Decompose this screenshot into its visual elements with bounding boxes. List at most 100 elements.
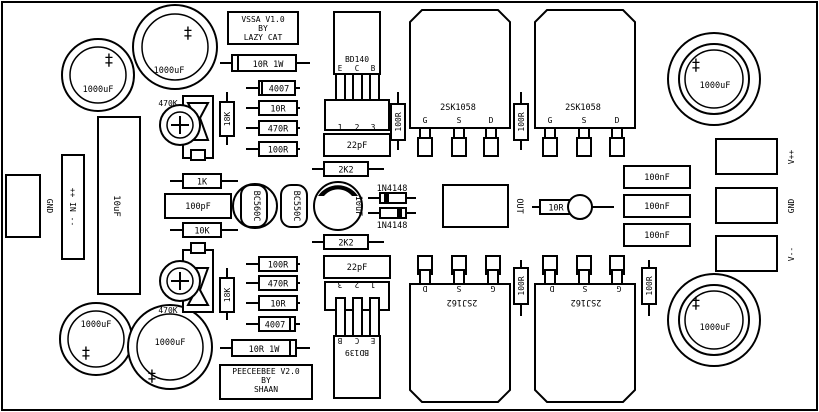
transistor-bc550c-label: BC550C [291, 191, 301, 222]
capacitor-100nf-3-label: 100nF [644, 231, 670, 241]
input-connector: ++ IN -- [61, 154, 85, 260]
mosfet-q4-pin-g: G [616, 284, 621, 293]
mosfet-2sj162-1: D S G 2SJ162 [409, 255, 511, 403]
resistor-100r-gate-3-label: 100R [517, 276, 526, 295]
resistor-100r-gate-4: 100R [641, 260, 657, 316]
mosfet-q1-pin-d: D [489, 116, 494, 125]
resistor-2k2-bottom: 2K2 [312, 234, 384, 250]
trimpot-bottom[interactable]: 470K [158, 242, 214, 315]
cap-top-left-large-label: 1000uF [154, 66, 185, 76]
bd139-pin1: 1 [370, 280, 375, 289]
mosfet-q3-pin-g: G [490, 284, 495, 293]
transistor-bd139: 3 2 1 B C E BD139 [324, 280, 390, 399]
resistor-100r-top-label: 100R [268, 146, 289, 156]
cap-top-left-small-label: 1000uF [83, 85, 114, 95]
capacitor-100nf-1-label: 100nF [644, 173, 670, 183]
cap-bottom-right-large: 1000uF ‡ [667, 273, 761, 367]
transistor-bc550c: BC550C [280, 184, 308, 228]
resistor-10k: 10K [170, 222, 238, 238]
resistor-100r-gate-2: 100R [513, 92, 529, 150]
resistor-10r-bottom-label: 10R [270, 300, 286, 310]
resistor-470r-top-label: 470R [268, 125, 289, 135]
cap-bottom-left-large-label: 1000uF [155, 338, 186, 348]
resistor-100r-gate-1: 100R [390, 92, 406, 150]
capacitor-100pf: 100pF [164, 193, 232, 219]
mosfet-q2-pin-g: G [548, 116, 553, 125]
input-connector-label: ++ IN -- [68, 188, 77, 227]
cap-bottom-left-small-label: 1000uF [81, 320, 112, 330]
resistor-470r-top: 470R [246, 120, 300, 136]
credit-top-line2: BY [258, 24, 268, 33]
resistor-10r-bottom: 10R [246, 295, 300, 311]
resistor-10r-output: 10R [532, 194, 614, 220]
resistor-100r-top: 100R [246, 141, 300, 157]
mosfet-q2-pin-d: D [615, 116, 620, 125]
vplus-terminal[interactable]: V++ [715, 138, 796, 175]
credit-box-top: VSSA V1.0 BY LAZY CAT [227, 11, 299, 45]
gnd-left-label: GND [45, 199, 54, 214]
trimpot-top-label: 470K [158, 99, 177, 108]
mosfet-q3-pin-d: D [422, 284, 427, 293]
vminus-terminal[interactable]: V-- [715, 235, 796, 272]
diode-1n4148-bottom: 1N4148 [368, 207, 416, 231]
mosfet-q4-pin-d: D [549, 284, 554, 293]
resistor-2k2-top-label: 2K2 [338, 166, 353, 176]
bd140-label: BD140 [345, 55, 369, 64]
mosfet-2sj162-1-label: 2SJ162 [447, 297, 478, 307]
output-pad[interactable] [442, 184, 509, 228]
resistor-10k-label: 10K [194, 227, 210, 237]
mosfet-q1-pin-g: G [423, 116, 428, 125]
cap-bottom-left-large: 1000uF ‡ [127, 304, 213, 390]
capacitor-100nf-2: 100nF [623, 194, 691, 218]
resistor-10r-top-label: 10R [270, 105, 286, 115]
credit-top-line3: LAZY CAT [244, 33, 283, 42]
resistor-18k-bottom: 18K [219, 268, 235, 320]
resistor-10r-1w-bottom: 10R 1W [220, 339, 310, 357]
diode-4007-top-label: 4007 [269, 85, 289, 95]
diode-4007-top: 4007 [246, 80, 300, 96]
capacitor-22pf-top-label: 22pF [347, 141, 367, 151]
diode-1n4148-top: 1N4148 [368, 184, 416, 204]
mosfet-q4-pin-s: S [582, 284, 587, 293]
capacitor-100nf-1: 100nF [623, 165, 691, 189]
gnd-right-terminal[interactable]: GND [715, 187, 796, 224]
input-capacitor-label: 10uF [111, 195, 121, 217]
bd140-pin2: 2 [355, 123, 360, 132]
bd139-pin-c: C [355, 336, 360, 345]
bd139-label: BD139 [345, 348, 369, 357]
mosfet-2sk1058-1-label: 2SK1058 [440, 103, 476, 113]
gnd-right-label: GND [787, 199, 796, 214]
capacitor-22pf-top: 22pF [323, 133, 391, 157]
cap-top-left-large: 1000uF ‡ [132, 4, 218, 90]
plus-marker: ‡ [691, 293, 701, 312]
capacitor-100pf-label: 100pF [185, 202, 211, 212]
cap-top-right-large: 1000uF ‡ [667, 32, 761, 126]
cap-top-left-small: 1000uF ‡ [61, 38, 135, 112]
bd139-pin-e: E [370, 336, 375, 345]
bd139-pin3: 3 [337, 280, 342, 289]
trimpot-top[interactable]: 470K [158, 95, 214, 161]
mosfet-2sj162-2: D S G 2SJ162 [534, 255, 636, 403]
diode-4007-bottom-label: 4007 [265, 321, 285, 331]
diode-4007-bottom: 4007 [246, 316, 300, 332]
plus-marker: ‡ [81, 343, 91, 362]
resistor-2k2-bottom-label: 2K2 [338, 239, 353, 249]
resistor-470r-bottom: 470R [246, 275, 300, 291]
capacitor-100nf-3: 100nF [623, 223, 691, 247]
resistor-10r-1w-top: 10R 1W [220, 54, 310, 72]
mosfet-q1-pin-s: S [457, 116, 462, 125]
resistor-10r-output-label: 10R [548, 204, 564, 214]
cap-bottom-right-large-label: 1000uF [700, 323, 731, 333]
resistor-100r-gate-3: 100R [513, 260, 529, 316]
credit-bottom-line2: BY [261, 376, 271, 385]
vplus-label: V++ [787, 150, 796, 165]
mosfet-q2-pin-s: S [582, 116, 587, 125]
capacitor-10uf-mid: 10uF [313, 181, 363, 231]
credit-bottom-line3: SHAAN [254, 385, 278, 394]
resistor-100r-bottom: 100R [246, 256, 300, 272]
gnd-left-connector: GND [5, 174, 54, 238]
bd140-pin1: 1 [338, 123, 343, 132]
resistor-100r-gate-4-label: 100R [645, 276, 654, 295]
plus-marker: ‡ [147, 366, 157, 385]
